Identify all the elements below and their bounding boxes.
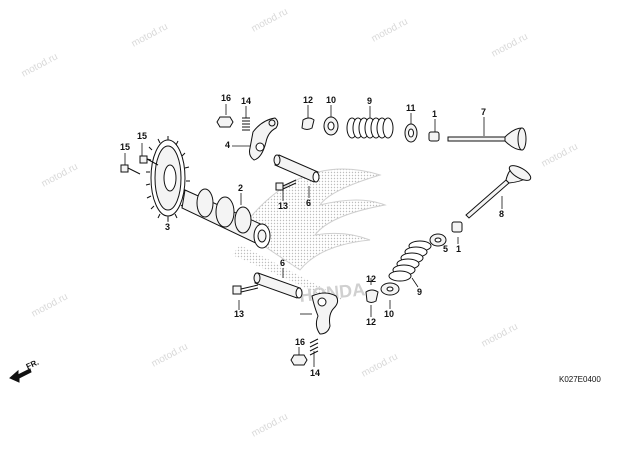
label-part-8: 8 — [499, 209, 505, 219]
label-part-6: 6 — [280, 258, 286, 268]
screw-14-upper — [242, 117, 250, 131]
intake-valve — [447, 127, 527, 151]
label-part-12: 12 — [303, 95, 314, 105]
label-part-14: 14 — [241, 96, 252, 106]
label-part-14: 14 — [310, 368, 321, 378]
front-arrow-icon — [9, 368, 32, 383]
bolt-15a — [139, 155, 159, 166]
spring-seat-11-lower — [429, 233, 447, 247]
retainer-10-upper — [323, 116, 339, 136]
bolt-13-lower — [232, 284, 259, 295]
label-part-15: 15 — [120, 142, 131, 152]
label-part-13: 13 — [234, 309, 245, 319]
label-part-11: 11 — [406, 103, 416, 113]
label-part-7: 7 — [481, 107, 487, 117]
label-part-1: 1 — [432, 109, 438, 119]
screw-14-lower — [309, 338, 319, 356]
rocker-shaft-upper — [273, 154, 320, 183]
diagram-code: K027E0400 — [559, 375, 601, 384]
label-part-10: 10 — [326, 95, 337, 105]
label-part-1: 1 — [456, 244, 462, 254]
label-part-2: 2 — [238, 183, 244, 193]
stem-seal-1-upper — [428, 131, 440, 142]
rocker-shaft-lower — [253, 272, 303, 299]
label-part-10: 10 — [384, 309, 395, 319]
label-part-5: 5 — [443, 244, 449, 254]
label-part-16: 16 — [221, 93, 232, 103]
label-part-15: 15 — [137, 131, 148, 141]
exhaust-valve — [465, 165, 532, 219]
label-part-12: 12 — [366, 317, 377, 327]
rocker-arm-lower — [311, 292, 339, 335]
bolt-15b — [120, 164, 141, 175]
valve-spring-upper — [346, 117, 394, 139]
label-part-13: 13 — [278, 201, 289, 211]
label-part-6: 6 — [306, 198, 312, 208]
label-part-4: 4 — [225, 140, 231, 150]
label-part-3: 3 — [165, 222, 171, 232]
retainer-10-lower — [380, 282, 400, 296]
nut-16-lower — [290, 354, 308, 366]
cotter-12-lower — [365, 289, 379, 303]
rocker-arm-upper — [249, 117, 279, 161]
spring-seat-11-upper — [404, 123, 418, 143]
label-part-9: 9 — [417, 287, 423, 297]
bolt-13-upper — [275, 179, 297, 191]
label-part-9: 9 — [367, 96, 373, 106]
camshaft — [181, 188, 271, 249]
stem-seal-1-lower — [451, 221, 463, 233]
label-part-12: 12 — [366, 274, 377, 284]
valve-spring-lower — [388, 240, 432, 282]
nut-16-upper — [216, 116, 234, 128]
label-part-16: 16 — [295, 337, 306, 347]
honda-wing-logo — [232, 168, 387, 300]
cam-sprocket — [145, 136, 190, 221]
cotter-12-upper — [301, 117, 315, 130]
